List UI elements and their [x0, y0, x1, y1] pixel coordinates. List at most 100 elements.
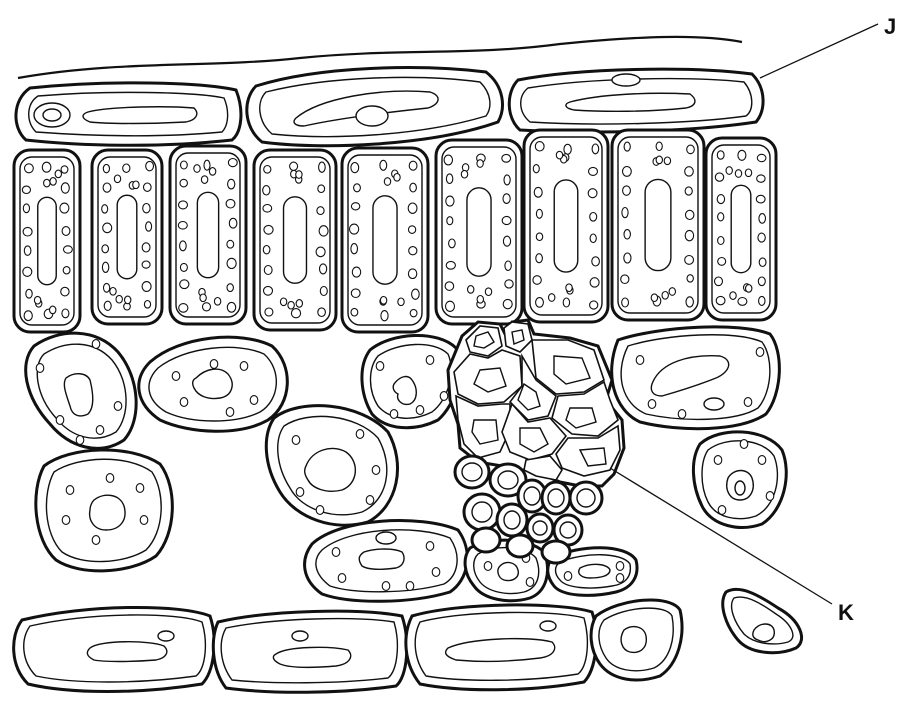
chloroplast — [636, 356, 644, 365]
chloroplast — [250, 396, 258, 405]
chloroplast — [718, 258, 726, 266]
chloroplast — [592, 257, 600, 266]
chloroplast — [178, 222, 187, 230]
chloroplast — [106, 474, 114, 483]
chloroplast — [264, 266, 272, 275]
label-j: J — [884, 14, 896, 39]
chloroplast — [380, 297, 386, 305]
chloroplast — [204, 160, 210, 170]
chloroplast — [63, 267, 70, 274]
chloroplast — [56, 416, 64, 425]
chloroplast — [477, 296, 483, 304]
chloroplast — [449, 239, 456, 248]
chloroplast — [61, 287, 69, 296]
chloroplast — [669, 288, 675, 296]
chloroplast — [209, 168, 215, 176]
chloroplast — [296, 300, 302, 308]
chloroplast — [228, 179, 235, 189]
chloroplast — [484, 562, 492, 571]
lower-epidermis — [14, 589, 802, 692]
chloroplast — [758, 233, 765, 242]
chloroplast — [687, 145, 695, 154]
chloroplast — [624, 142, 630, 151]
chloroplast — [351, 289, 360, 298]
chloroplast — [408, 203, 417, 213]
palisade-cell — [612, 130, 704, 320]
chloroplast — [715, 277, 723, 286]
chloroplast — [23, 227, 32, 236]
chloroplast — [717, 195, 724, 204]
palisade-cell — [524, 130, 608, 322]
chloroplast — [556, 151, 562, 159]
chloroplast — [366, 496, 374, 505]
chloroplast — [656, 156, 662, 164]
chloroplast — [351, 203, 359, 210]
chloroplast — [409, 247, 417, 255]
palisade-cell — [92, 150, 162, 324]
palisade-cell — [254, 150, 336, 330]
chloroplast — [203, 303, 211, 311]
chloroplast — [227, 240, 234, 248]
chloroplast — [61, 166, 68, 173]
chloroplast — [264, 166, 271, 174]
chloroplast — [394, 174, 400, 182]
chloroplast — [744, 398, 752, 407]
chloroplast — [533, 276, 541, 285]
chloroplast — [718, 237, 724, 245]
chloroplast — [350, 224, 359, 234]
chloroplast — [292, 436, 300, 445]
chloroplast — [50, 306, 56, 314]
chloroplast — [240, 362, 248, 371]
chloroplast — [264, 286, 273, 295]
chloroplast — [382, 582, 390, 591]
chloroplast — [534, 187, 542, 197]
chloroplast — [426, 356, 434, 365]
chloroplast — [142, 243, 150, 252]
chloroplast — [738, 298, 747, 306]
chloroplast — [592, 144, 599, 154]
chloroplast — [685, 256, 694, 265]
chloroplast — [102, 205, 108, 213]
chloroplast — [104, 283, 110, 292]
chloroplast — [102, 262, 108, 272]
chloroplast — [76, 436, 84, 445]
chloroplast — [503, 194, 510, 204]
chloroplast — [200, 294, 206, 302]
chloroplast — [714, 456, 722, 465]
chloroplast — [356, 430, 364, 439]
chloroplast — [726, 167, 732, 175]
chloroplast — [42, 162, 51, 172]
chloroplast — [110, 288, 116, 296]
chloroplast — [446, 261, 455, 269]
chloroplast — [410, 309, 417, 316]
chloroplast — [622, 208, 628, 218]
chloroplast — [62, 516, 70, 525]
chloroplast — [685, 187, 692, 195]
chloroplast — [22, 186, 30, 193]
chloroplast — [759, 214, 766, 224]
chloroplast — [291, 309, 300, 318]
chloroplast — [144, 301, 150, 309]
chloroplast — [409, 161, 417, 170]
chloroplast — [317, 207, 324, 215]
chloroplast — [351, 163, 359, 173]
chloroplast — [384, 178, 390, 186]
chloroplast — [756, 195, 765, 203]
chloroplast — [468, 286, 474, 294]
chloroplast — [351, 244, 358, 254]
chloroplast — [445, 282, 454, 291]
chloroplast — [623, 186, 631, 195]
chloroplast — [505, 280, 513, 288]
chloroplast — [757, 175, 765, 182]
chloroplast — [332, 548, 340, 557]
chloroplast — [103, 223, 112, 233]
chloroplast — [50, 178, 56, 186]
chloroplast — [263, 246, 270, 254]
chloroplast — [96, 426, 104, 435]
chloroplast — [62, 227, 70, 236]
chloroplast — [228, 159, 237, 167]
chloroplast — [288, 301, 294, 309]
chloroplast — [352, 267, 360, 277]
chloroplast — [416, 406, 424, 415]
chloroplast — [616, 574, 624, 583]
